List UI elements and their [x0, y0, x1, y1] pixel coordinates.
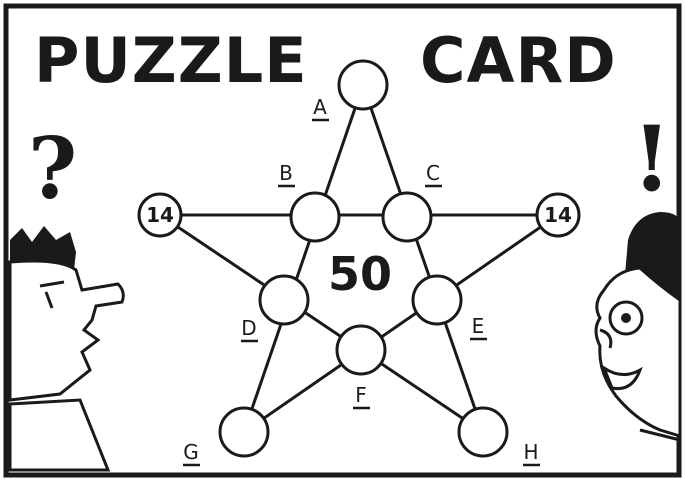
node-label-text: D — [241, 316, 256, 340]
exclamation-mark: ! — [632, 106, 672, 212]
node-label-text: F — [355, 383, 367, 407]
node-circle[interactable] — [291, 193, 339, 241]
node-f[interactable] — [337, 326, 385, 374]
node-b[interactable] — [291, 193, 339, 241]
label-f: F — [353, 383, 370, 408]
node-circle[interactable] — [339, 61, 387, 109]
node-circle[interactable] — [459, 408, 507, 456]
label-b: B — [278, 161, 295, 186]
node-circle[interactable] — [383, 193, 431, 241]
node-h[interactable] — [459, 408, 507, 456]
node-label-text: B — [279, 161, 293, 185]
node-circle[interactable] — [220, 408, 268, 456]
node-e[interactable] — [413, 276, 461, 324]
node-value: 14 — [146, 203, 174, 227]
label-a: A — [312, 95, 329, 120]
label-g: G — [183, 440, 200, 465]
node-circle[interactable] — [260, 276, 308, 324]
title-card: CARD — [420, 24, 617, 97]
node-label-text: H — [523, 440, 538, 464]
node-circle[interactable] — [413, 276, 461, 324]
node-d[interactable] — [260, 276, 308, 324]
label-c: C — [425, 161, 442, 186]
question-mark: ? — [28, 119, 77, 218]
node-circle[interactable] — [337, 326, 385, 374]
label-e: E — [470, 314, 487, 339]
label-h: H — [523, 440, 540, 465]
node-label-text: A — [313, 95, 327, 119]
right-character-icon — [596, 212, 680, 440]
node-value: 14 — [544, 203, 572, 227]
title-puzzle: PUZZLE — [34, 24, 308, 97]
center-total: 50 — [328, 247, 392, 301]
node-right: 14 — [537, 194, 579, 236]
node-g[interactable] — [220, 408, 268, 456]
left-character-icon — [10, 226, 123, 470]
node-label-text: C — [426, 161, 440, 185]
node-left: 14 — [139, 194, 181, 236]
node-a[interactable] — [339, 61, 387, 109]
node-label-text: G — [183, 440, 199, 464]
node-label-text: E — [472, 314, 485, 338]
label-d: D — [241, 316, 258, 341]
node-c[interactable] — [383, 193, 431, 241]
